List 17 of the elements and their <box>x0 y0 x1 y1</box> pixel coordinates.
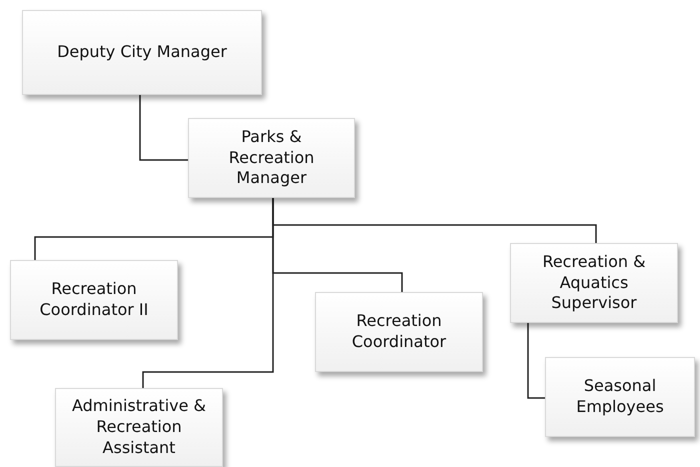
position-box <box>22 10 262 95</box>
position-title: Seasonal Employees <box>575 376 665 418</box>
position-title: Recreation Coordinator <box>350 311 448 353</box>
position-box <box>188 118 355 198</box>
position-title: Recreation & Aquatics Supervisor <box>541 252 647 314</box>
connector-line <box>142 198 274 388</box>
position-title: Recreation Coordinator II <box>38 279 150 321</box>
connector-line <box>139 95 188 161</box>
connector-line <box>527 323 545 399</box>
position-box <box>55 388 223 467</box>
position-box <box>510 243 678 323</box>
position-title: Deputy City Manager <box>57 42 227 63</box>
position-box <box>10 260 178 340</box>
position-title: Parks & Recreation Manager <box>228 126 316 190</box>
position-box <box>545 357 695 437</box>
position-box <box>315 292 483 372</box>
position-title: Administrative & Recreation Assistant <box>70 396 208 459</box>
